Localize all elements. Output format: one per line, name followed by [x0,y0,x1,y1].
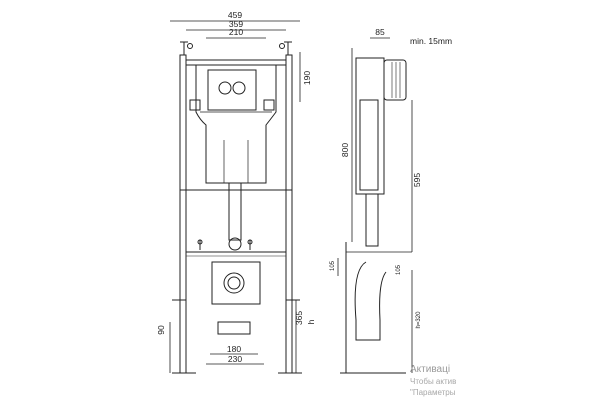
left-top-bracket [180,41,188,55]
side-bend [354,261,387,341]
outlet-pipe [223,272,245,294]
side-dimensions [337,37,413,373]
label-total-height: 800 [340,143,350,157]
label-inner-width: 210 [229,27,243,37]
pipe-connector [228,237,242,251]
flush-pipe [228,182,242,241]
label-bottom-width-2: 230 [228,354,242,364]
label-floor-height: 90 [156,325,166,335]
front-view [172,41,302,374]
top-rail [185,59,287,66]
cistern-tank [195,64,277,184]
right-bracket-hole [279,43,285,49]
right-frame-post [285,54,293,374]
right-top-bracket [284,41,292,55]
left-frame-post [179,54,187,374]
label-flush-height: 595 [412,173,422,187]
label-button-height: 190 [302,71,312,85]
label-small-2: 105 [396,264,402,275]
flush-button-small [218,81,232,95]
right-clip [263,99,275,111]
mid-bracket-hole-left [197,239,203,245]
label-depth: 85 [375,27,385,37]
side-cistern [359,99,379,191]
label-min-gap: min. 15mm [410,36,452,46]
watermark-line-2: Чтобы актив [410,377,456,386]
front-dimensions [169,20,353,373]
label-bottom-width-1: 180 [227,344,241,354]
flush-button-large [232,81,246,95]
label-small-1: 105 [330,260,336,271]
label-outlet-height: 365 [294,311,304,325]
watermark-line-1: Активаці [410,364,450,375]
label-h-value: h=320 [416,311,422,329]
label-mid-width: 359 [229,19,243,29]
outlet-block [211,261,261,305]
watermark-line-3: "Параметры [410,388,456,397]
side-view [340,57,412,374]
side-flush-plate [383,59,407,101]
left-bracket-hole [187,43,193,49]
outlet-pipe-inner [227,276,241,290]
mid-bracket-hole-right [247,239,253,245]
bottom-outlet [217,321,251,335]
label-overall-width: 459 [228,10,242,20]
flush-plate [207,69,257,111]
side-pipe [365,193,379,247]
mid-brackets [199,240,251,250]
left-clip [189,99,201,111]
label-h-marker: h [306,319,316,324]
